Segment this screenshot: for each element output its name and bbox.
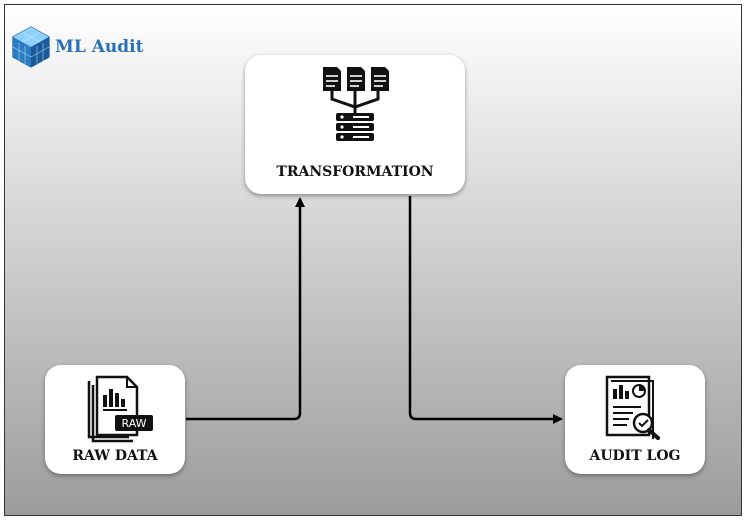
- node-audit-log[interactable]: AUDIT LOG: [565, 365, 705, 474]
- svg-text:RAW: RAW: [122, 417, 147, 430]
- connectors: [186, 196, 563, 424]
- connector-transformation-to-audit: [408, 196, 563, 424]
- blue-cube-icon: [12, 26, 50, 68]
- diagram-canvas: ML Audit: [4, 4, 742, 516]
- brand: ML Audit: [11, 25, 143, 69]
- node-label-audit-log: AUDIT LOG: [589, 448, 681, 464]
- connector-raw-to-transformation: [186, 197, 305, 421]
- node-label-transformation: TRANSFORMATION: [276, 164, 434, 180]
- node-label-raw-data: RAW DATA: [72, 448, 158, 464]
- node-transformation[interactable]: TRANSFORMATION: [245, 55, 465, 194]
- raw-data-file-icon: RAW: [87, 375, 153, 443]
- node-raw-data[interactable]: RAW RAW DATA: [45, 365, 185, 474]
- report-search-icon: [605, 375, 660, 440]
- document-merge-server-icon: [323, 67, 389, 141]
- brand-title: ML Audit: [55, 37, 144, 57]
